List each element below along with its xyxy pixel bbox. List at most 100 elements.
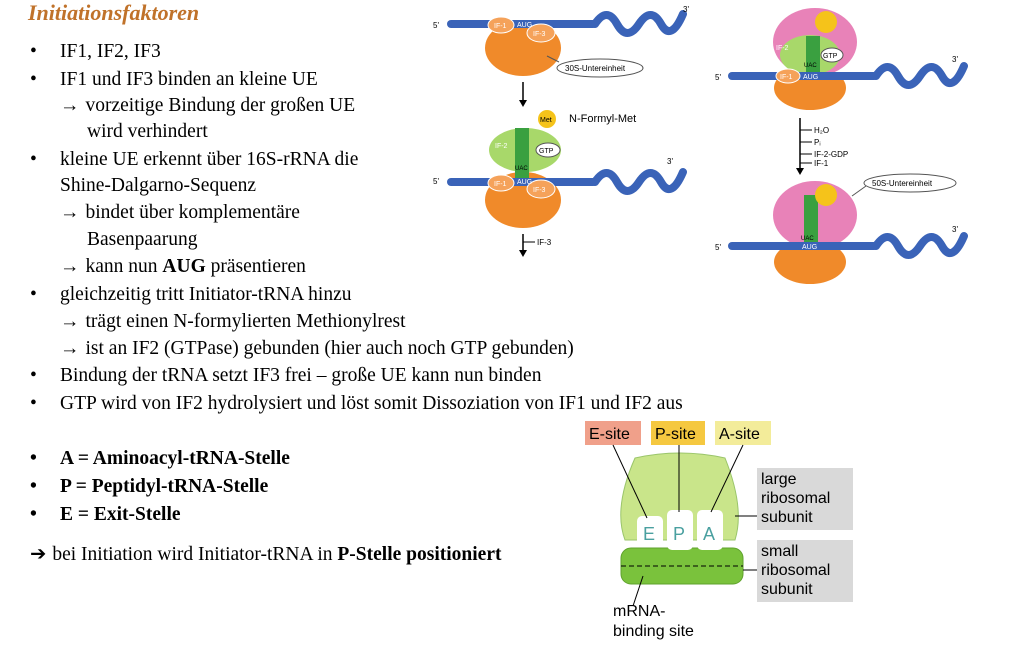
large-subunit-label-box — [757, 468, 853, 530]
if1-factor — [487, 16, 515, 34]
pi-label: Pᵢ — [814, 138, 821, 147]
conclusion-line: ➔bei Initiation wird Initiator-tRNA in P… — [30, 544, 502, 565]
if1-label-top: IF-1 — [780, 74, 793, 81]
trna-stem — [515, 128, 529, 178]
trna-stem-bottom — [804, 195, 818, 245]
mrna-label-2: binding site — [613, 623, 694, 640]
if1-factor-top — [775, 68, 801, 84]
bullet-initiator-trna: gleichzeitig tritt Initiator-tRNA hinzu — [30, 283, 351, 307]
bold-arrow-icon: ➔ — [30, 544, 47, 565]
small-subunit-bottom — [774, 240, 846, 284]
subunit-50s-label: 50S-Untereinheit — [872, 179, 933, 188]
large-label-1: large — [761, 471, 797, 488]
uac-label: UAC — [515, 166, 528, 172]
small-label-3: subunit — [761, 581, 813, 598]
arrow-icon: → — [60, 202, 80, 223]
arrow-icon: → — [60, 95, 80, 116]
a-site-box — [715, 421, 771, 445]
p-letter: P — [673, 524, 685, 544]
gtp-label-top: GTP — [823, 53, 838, 60]
bullet-if-list: IF1, IF2, IF3 — [30, 40, 161, 64]
large-label-3: subunit — [761, 509, 813, 526]
trna-stem-top — [806, 36, 820, 76]
subunit-30s-label: 30S-Untereinheit — [565, 64, 626, 73]
three-prime-label-b: 3' — [667, 157, 673, 166]
e-site-pocket — [637, 516, 663, 546]
p-site-label: P-site — [655, 426, 696, 443]
complex-30s-initiation: 5' 3' Met N-Formyl-Met IF-2 GTP UAC IF-1… — [433, 110, 687, 228]
bullet-16s-rrna: kleine UE erkennt über 16S-rRNA die — [30, 148, 358, 172]
a-letter: A — [703, 524, 715, 544]
aug-label-bottom: AUG — [802, 244, 817, 251]
h2o-label: H₂O — [814, 126, 829, 135]
mrna-strand — [447, 20, 597, 28]
sub-bullet-base-pairing: →bindet über komplementäre — [60, 202, 300, 223]
met-label: Met — [540, 117, 552, 124]
aug-label: AUG — [517, 22, 532, 29]
five-prime-label: 5' — [433, 21, 439, 30]
a-site-label: A-site — [719, 426, 760, 443]
page-title: Initiationsfaktoren — [28, 0, 200, 25]
arrow-icon: → — [60, 311, 80, 332]
five-prime-label-bottom: 5' — [715, 243, 721, 252]
p-site-pocket — [667, 510, 693, 550]
if1-factor-b — [487, 174, 515, 192]
if1-label-b: IF-1 — [494, 181, 507, 188]
complex-70s: 5' 3' UAC AUG 50S-Untereinheit — [715, 173, 968, 284]
five-prime-label-top: 5' — [715, 73, 721, 82]
e-site-label: E-site — [589, 426, 630, 443]
if3-factor — [526, 23, 556, 43]
if3-factor-b — [526, 179, 556, 199]
n-formyl-met-label: N-Formyl-Met — [569, 113, 636, 125]
sub-bullet-formyl: →trägt einen N-formylierten Methionylres… — [60, 311, 406, 332]
met-circle-top — [815, 11, 837, 33]
if3-label: IF-3 — [533, 31, 546, 38]
initiation-diagram-right: 5' 3' IF-2 GTP UAC IF-1 AUG H₂O Pᵢ IF-2-… — [715, 8, 968, 284]
small-label-1: small — [761, 543, 798, 560]
gtp-label: GTP — [539, 148, 554, 155]
small-label-2: ribosomal — [761, 562, 830, 579]
sub-bullet-if2-gtp: →ist an IF2 (GTPase) gebunden (hier auch… — [60, 338, 574, 359]
mrna-wave-b — [591, 168, 687, 195]
uac-label-top: UAC — [804, 63, 817, 69]
subunit-50s-callout — [863, 173, 957, 193]
sub-bullet-continuation: Basenpaarung — [87, 229, 198, 250]
if3-release-label: IF-3 — [537, 238, 552, 247]
ribosome-sites-diagram: E-site P-site A-site E P A large ribosom… — [585, 421, 853, 640]
sub-bullet-premature-binding: →vorzeitige Bindung der großen UE — [60, 95, 356, 116]
complex-30s-if1-if3: 5' 3' IF-1 AUG IF-3 30S-Untereinheit — [433, 5, 689, 78]
complex-if2-gtp: 5' 3' IF-2 GTP UAC IF-1 AUG — [715, 8, 968, 110]
sub-bullet-continuation: wird verhindert — [87, 121, 208, 142]
mrna-wave-bottom — [872, 232, 968, 259]
if3-label-b: IF-3 — [533, 187, 546, 194]
e-letter: E — [643, 524, 655, 544]
if2-gdp-label: IF-2-GDP — [814, 150, 848, 159]
arrow-icon: → — [60, 338, 80, 359]
bullet-a-site: A = Aminoacyl-tRNA-Stelle — [30, 447, 290, 471]
met-circle — [538, 110, 556, 128]
mrna-strand-b — [447, 178, 597, 186]
e-site-box — [585, 421, 641, 445]
mrna-wave — [591, 10, 687, 37]
if2-label: IF-2 — [495, 143, 508, 150]
three-prime-label-top: 3' — [952, 55, 958, 64]
three-prime-label: 3' — [683, 5, 689, 14]
bullet-continuation: Shine-Dalgarno-Sequenz — [60, 175, 257, 196]
mrna-strand-top — [728, 72, 878, 80]
five-prime-label-b: 5' — [433, 177, 439, 186]
mrna-label-1: mRNA- — [613, 603, 665, 620]
gtp-bubble-top — [820, 47, 844, 63]
bullet-e-site: E = Exit-Stelle — [30, 503, 180, 527]
met-circle-bottom — [815, 184, 837, 206]
p-site-box — [651, 421, 705, 445]
bullet-if1-if3: IF1 und IF3 binden an kleine UE — [30, 68, 318, 92]
a-site-pocket — [697, 510, 723, 550]
small-subunit-label-box — [757, 540, 853, 602]
mrna-strand-bottom — [728, 242, 878, 250]
aug-label-top: AUG — [803, 74, 818, 81]
sub-bullet-aug: →kann nun AUG präsentieren — [60, 256, 306, 277]
arrow-icon: → — [60, 256, 80, 277]
if1-release-label: IF-1 — [814, 159, 829, 168]
large-label-2: ribosomal — [761, 490, 830, 507]
aug-label-b: AUG — [517, 179, 532, 186]
